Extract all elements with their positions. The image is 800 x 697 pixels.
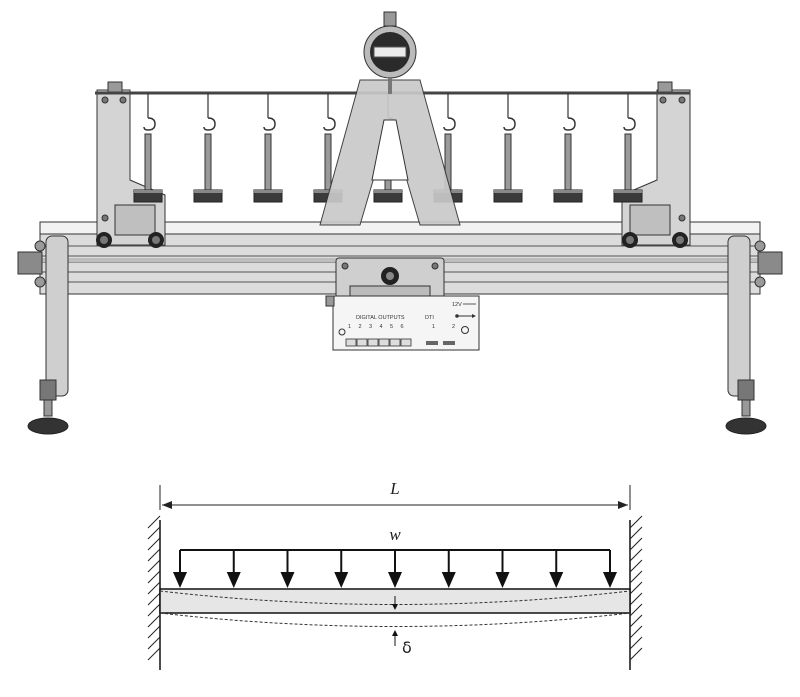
load-label: w	[389, 525, 401, 544]
output-port	[389, 338, 401, 347]
dti-channel-number: 1	[432, 324, 435, 330]
dti-label: DTI	[425, 315, 434, 321]
output-port	[378, 338, 390, 347]
power-label: 12V	[452, 302, 462, 308]
output-port	[400, 338, 412, 347]
right-wall-fixed-support	[629, 515, 643, 670]
right-leg	[725, 235, 767, 435]
load-arrow	[441, 550, 456, 588]
load-arrow	[173, 550, 187, 588]
span-dimension: L	[159, 479, 631, 510]
hanging-weight	[493, 93, 523, 203]
load-arrow	[603, 550, 617, 588]
usb-icon	[455, 314, 476, 318]
channel-number: 5	[390, 324, 393, 330]
load-arrow	[495, 550, 510, 588]
electronics-module: DIGITAL OUTPUTS 1 2 3 4 5 6 1 2 DTI 12V	[325, 295, 480, 351]
hanging-weight	[133, 93, 163, 203]
channel-number: 3	[369, 324, 372, 330]
fixed-beam-diagram: L w δ	[147, 479, 643, 670]
dti-channel-number: 2	[452, 324, 455, 330]
load-arrows	[173, 550, 617, 588]
hanging-weight	[253, 93, 283, 203]
distributed-load: w	[173, 525, 617, 588]
load-arrow	[226, 550, 241, 588]
deflection-indicator: δ	[392, 596, 412, 657]
hanging-weight	[613, 93, 643, 203]
test-rig: DIGITAL OUTPUTS 1 2 3 4 5 6 1 2 DTI 12V	[17, 11, 783, 435]
dial-gauge-stand	[319, 79, 461, 226]
dial-gauge	[363, 11, 417, 94]
output-port	[356, 338, 368, 347]
deflection-label: δ	[402, 638, 412, 657]
left-wall-fixed-support	[147, 515, 161, 670]
hanging-weight	[553, 93, 583, 203]
output-ports	[345, 338, 412, 347]
hanging-weight	[193, 93, 223, 203]
load-arrow	[334, 550, 349, 588]
load-arrow	[388, 550, 402, 588]
channel-number: 2	[359, 324, 362, 330]
channel-numbers: 1 2 3 4 5 6 1 2	[348, 324, 455, 330]
output-port	[367, 338, 379, 347]
output-port	[345, 338, 357, 347]
load-arrow	[280, 550, 295, 588]
left-leg	[27, 235, 69, 435]
channel-number: 4	[380, 324, 383, 330]
carriage-block	[335, 257, 445, 299]
load-arrow	[549, 550, 564, 588]
digital-outputs-label: DIGITAL OUTPUTS	[356, 315, 405, 321]
left-support-clamp	[96, 81, 166, 248]
span-label: L	[389, 479, 399, 498]
right-support-clamp	[621, 81, 691, 248]
channel-number: 1	[348, 324, 351, 330]
channel-number: 6	[401, 324, 404, 330]
beam-deflected-bottom	[159, 612, 631, 627]
